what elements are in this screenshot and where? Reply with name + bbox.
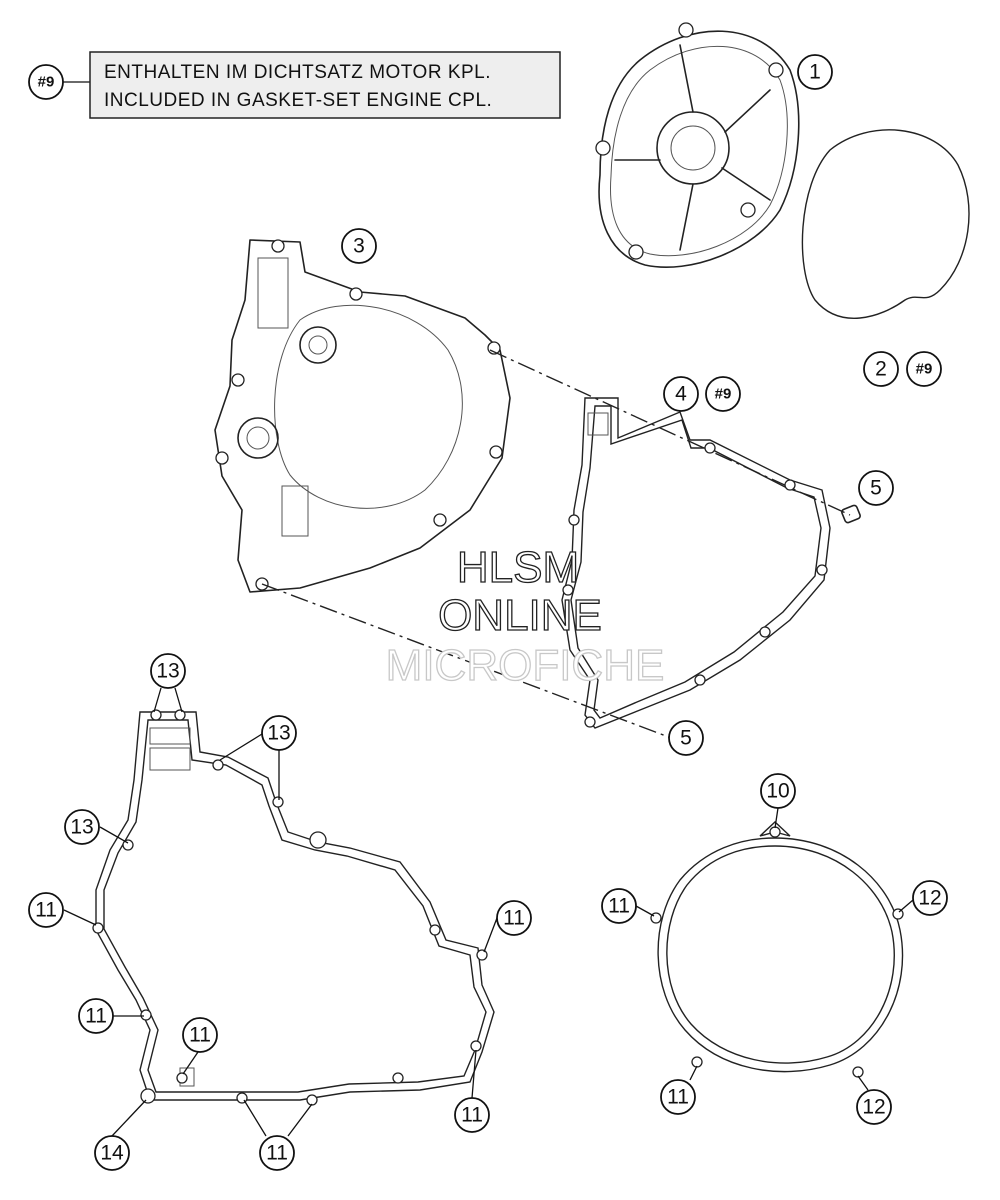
ignition-cover-gasket (92, 709, 495, 1106)
callout-11-right-lower: 11 (454, 1097, 490, 1133)
assembly-line-upper (489, 349, 851, 516)
svg-text:11: 11 (503, 907, 525, 930)
assembly-line-lower (261, 583, 683, 743)
svg-text:5: 5 (680, 727, 692, 750)
callout-10: 10 (760, 773, 796, 809)
svg-text:11: 11 (266, 1142, 288, 1165)
svg-text:11: 11 (35, 899, 57, 922)
callout-11-left-lower: 11 (78, 998, 114, 1034)
svg-text:10: 10 (766, 780, 789, 803)
svg-text:13: 13 (70, 816, 93, 839)
callout-12-upper: 12 (912, 880, 948, 916)
outer-cover-gasket (650, 821, 904, 1078)
note-box (89, 51, 561, 119)
watermark-line-1: HLSM (457, 543, 579, 592)
callout-11-inner: 11 (182, 1017, 218, 1053)
callout-2-tag: #9 (916, 361, 933, 378)
svg-text:1: 1 (809, 61, 821, 84)
svg-text:11: 11 (667, 1086, 689, 1109)
callout-11-gasket-left: 11 (601, 888, 637, 924)
cover-o-ring (801, 129, 970, 319)
callout-3: 3 (341, 228, 377, 264)
callout-4-tag: #9 (715, 386, 732, 403)
clutch-cover-gasket (561, 397, 831, 729)
svg-text:11: 11 (608, 895, 630, 918)
svg-text:13: 13 (267, 722, 290, 745)
watermark-line-3: MICROFICHE (386, 641, 665, 690)
callout-2: 2 #9 (863, 351, 942, 387)
svg-text:13: 13 (156, 660, 179, 683)
callout-13-right: 13 (261, 715, 297, 751)
outer-clutch-cover (595, 22, 800, 269)
svg-text:12: 12 (862, 1096, 885, 1119)
watermark-line-2: ONLINE (438, 591, 602, 640)
callout-11-bottom: 11 (259, 1135, 295, 1171)
clutch-cover (214, 239, 511, 593)
callout-11-left: 11 (28, 892, 64, 928)
callout-13-top: 13 (150, 653, 186, 689)
svg-text:12: 12 (918, 887, 941, 910)
callout-4: 4 #9 (663, 376, 741, 412)
svg-text:14: 14 (100, 1142, 124, 1165)
svg-text:11: 11 (461, 1104, 483, 1127)
svg-text:2: 2 (875, 358, 887, 381)
leader-lines (63, 687, 914, 1137)
note-line-german: ENTHALTEN IM DICHTSATZ MOTOR KPL. (104, 62, 491, 83)
callout-12-lower: 12 (856, 1089, 892, 1125)
svg-text:3: 3 (353, 235, 365, 258)
callout-1: 1 (797, 54, 833, 90)
dowel-sleeve-upper (841, 504, 861, 524)
note-tag: #9 (38, 74, 55, 91)
callout-11-gasket-bottom: 11 (660, 1079, 696, 1115)
callout-5-upper: 5 (858, 470, 894, 506)
watermark: HLSM ONLINE MICROFICHE (385, 542, 665, 690)
callout-11-right-upper: 11 (496, 900, 532, 936)
callout-13-left: 13 (64, 809, 100, 845)
svg-text:4: 4 (675, 383, 687, 406)
note-line-english: INCLUDED IN GASKET-SET ENGINE CPL. (104, 90, 492, 111)
svg-text:5: 5 (870, 477, 882, 500)
svg-text:11: 11 (85, 1005, 107, 1028)
svg-text:11: 11 (189, 1024, 211, 1047)
callout-14: 14 (94, 1135, 130, 1171)
callout-5-lower: 5 (668, 720, 704, 756)
gasket-set-note: #9 ENTHALTEN IM DICHTSATZ MOTOR KPL. INC… (28, 51, 561, 119)
